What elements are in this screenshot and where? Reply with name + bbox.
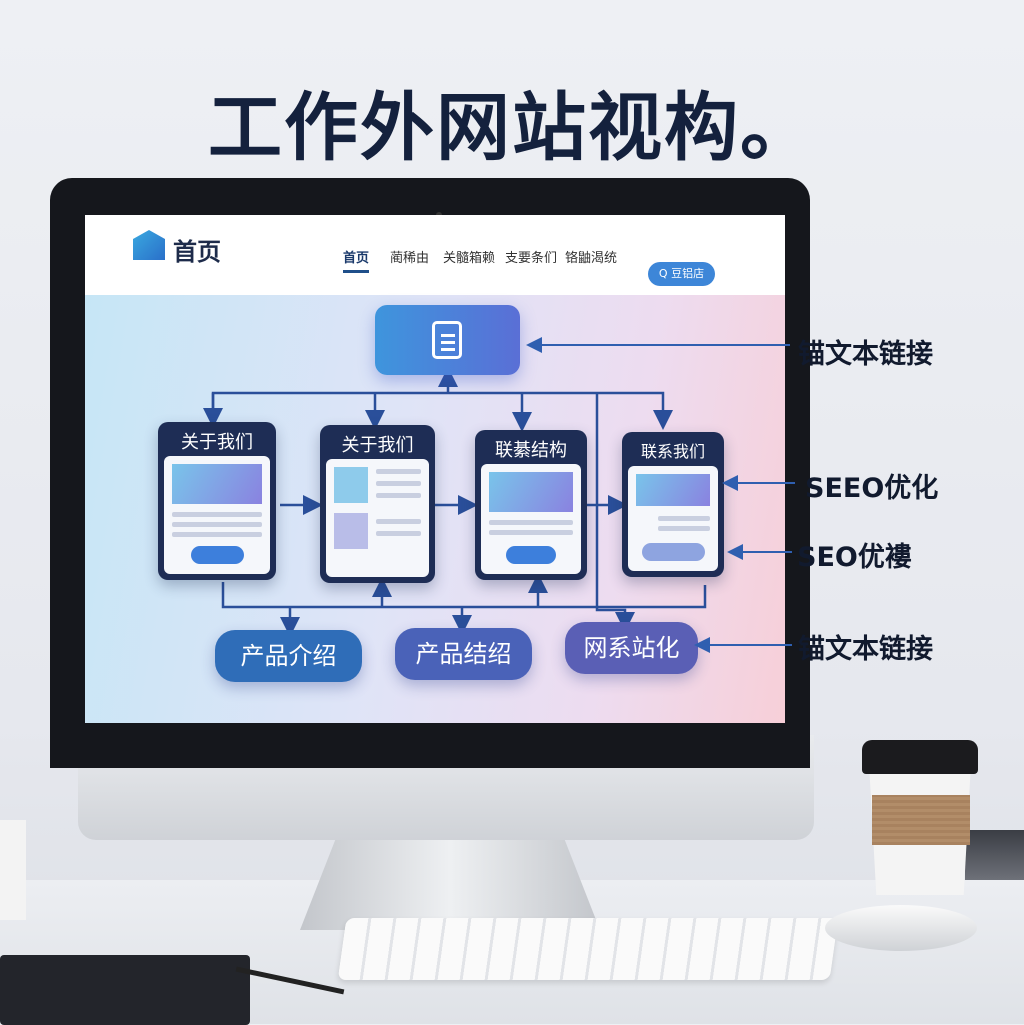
cup-lid <box>862 740 978 774</box>
monitor-screen: 首页 首页 蔺稀由 关髓箱赖 支要条们 铬鼬渴统 Q 豆铝店 关于 <box>85 215 785 723</box>
document-icon <box>432 321 462 359</box>
headline: 工作外网站视构。 <box>208 85 816 171</box>
logo-text[interactable]: 首页 <box>173 238 221 266</box>
card-button[interactable] <box>506 546 556 564</box>
pill-node[interactable]: 产品介绍 <box>215 630 362 682</box>
side-label: 锚文本链接 <box>798 634 933 665</box>
connector-lines <box>203 367 707 637</box>
card-title: 关于我们 <box>181 432 253 453</box>
nav-item-home[interactable]: 首页 <box>343 247 370 273</box>
search-button[interactable]: Q 豆铝店 <box>648 262 715 286</box>
page-card[interactable]: 关于我们 <box>320 425 435 583</box>
website-navbar: 首页 首页 蔺稀由 关髓箱赖 支要条们 铬鼬渴统 Q 豆铝店 <box>85 215 785 295</box>
card-button[interactable] <box>190 546 244 564</box>
side-label: SEEO优化 <box>805 473 939 504</box>
card-title: 联綦结构 <box>495 440 567 461</box>
card-title: 关于我们 <box>341 435 414 456</box>
books <box>965 830 1024 880</box>
home-node[interactable] <box>375 305 520 375</box>
connector <box>595 393 635 632</box>
nav-item[interactable]: 铬鼬渴统 <box>565 251 618 266</box>
notebook <box>0 955 250 1025</box>
side-label: SEO优褸 <box>797 542 912 573</box>
keyboard <box>337 918 839 980</box>
card-button[interactable] <box>641 543 705 561</box>
nav-item[interactable]: 关髓箱赖 <box>443 251 496 266</box>
annotation-arrows <box>526 337 795 653</box>
side-label: 锚文本链接 <box>798 339 933 370</box>
page-card[interactable]: 联系我们 <box>622 432 724 577</box>
pencil-cup <box>0 820 26 920</box>
nav-item[interactable]: 蔺稀由 <box>390 251 430 266</box>
mouse <box>825 905 977 951</box>
nav-item[interactable]: 支要条们 <box>505 251 558 266</box>
pill-node[interactable]: 产品结绍 <box>395 628 532 680</box>
pill-node[interactable]: 网系站化 <box>565 622 698 674</box>
monitor-stand <box>300 838 600 930</box>
page-card[interactable]: 联綦结构 <box>475 430 587 580</box>
cup-sleeve <box>872 795 970 845</box>
page-card[interactable]: 关于我们 <box>158 422 276 580</box>
card-title: 联系我们 <box>640 442 705 461</box>
connector <box>221 582 707 609</box>
